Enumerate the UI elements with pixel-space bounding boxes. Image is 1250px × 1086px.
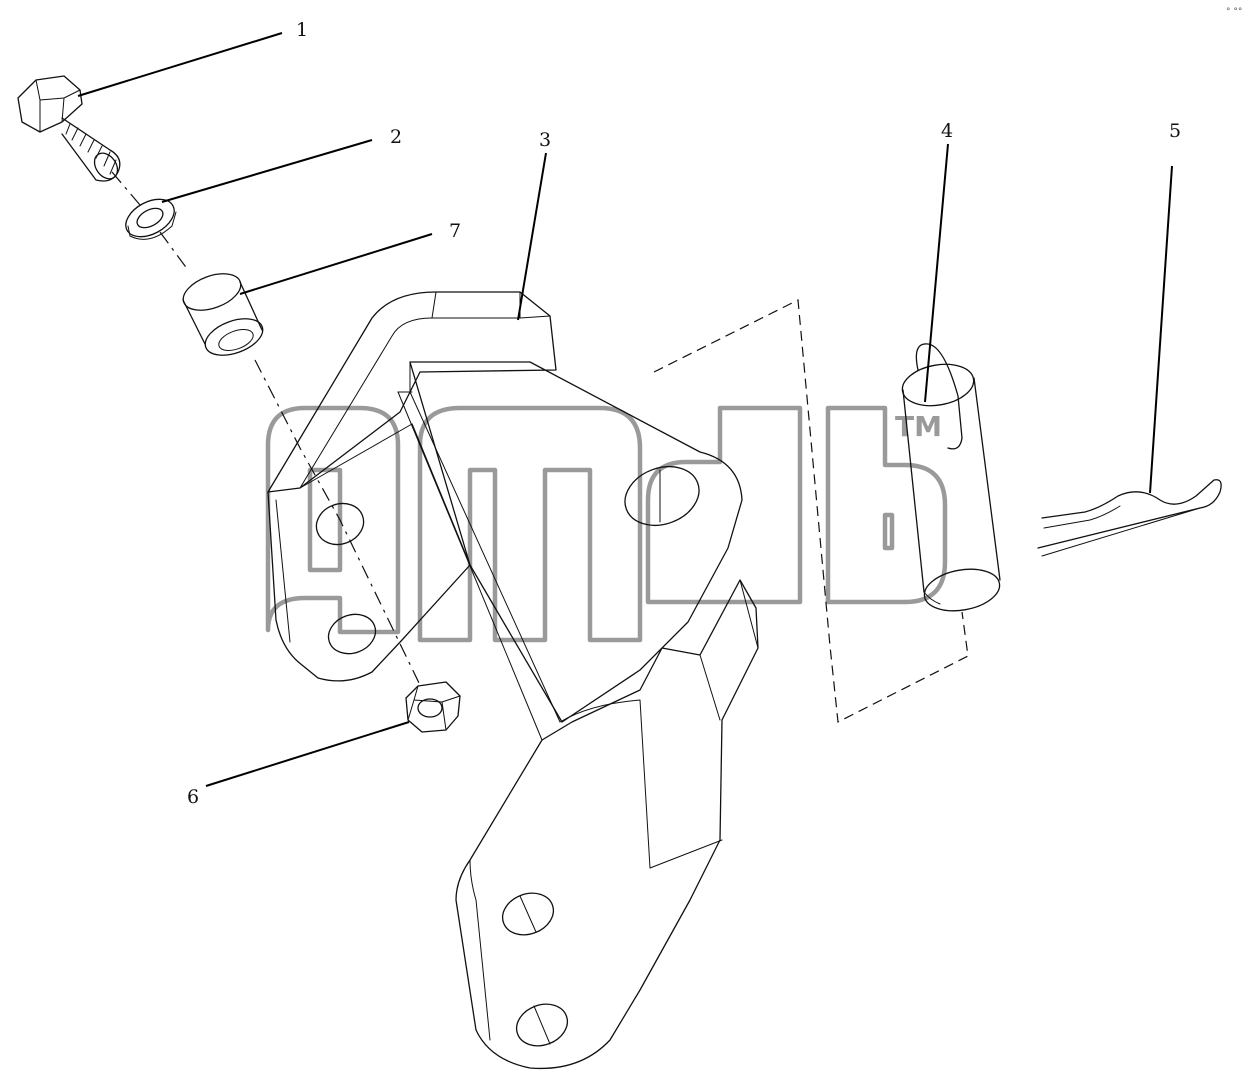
- nut: [405, 681, 461, 733]
- callout-6: 6: [187, 786, 199, 808]
- leader-4: [924, 143, 949, 403]
- leader-5: [1149, 165, 1173, 494]
- leader-2: [161, 139, 373, 203]
- assembly-centerline: [111, 171, 421, 686]
- mounting-outline: [653, 299, 969, 723]
- leader-lines: [77, 32, 1173, 787]
- callout-labels: 1 2 3 4 5 6 7: [187, 19, 1181, 808]
- callout-2: 2: [390, 126, 402, 148]
- lock-washer: [125, 198, 177, 240]
- callout-5: 5: [1169, 120, 1181, 142]
- hair-pin-clip: [1037, 479, 1222, 557]
- callout-4: 4: [941, 120, 953, 142]
- corner-mark: ° °°: [1226, 7, 1242, 17]
- leader-7: [239, 233, 433, 295]
- leader-1: [77, 32, 283, 97]
- callout-3: 3: [539, 129, 551, 151]
- bolt: [17, 75, 121, 182]
- leader-3: [517, 152, 547, 321]
- watermark-letter-3: [645, 405, 803, 605]
- watermark: TM: [265, 405, 948, 643]
- leader-6: [205, 721, 410, 787]
- watermark-letter-2: [417, 405, 643, 643]
- watermark-tm: TM: [895, 410, 942, 443]
- bushing: [182, 273, 264, 356]
- pin: [901, 343, 1001, 612]
- callout-1: 1: [296, 19, 308, 41]
- callout-7: 7: [449, 220, 461, 242]
- bracket: [267, 291, 759, 1070]
